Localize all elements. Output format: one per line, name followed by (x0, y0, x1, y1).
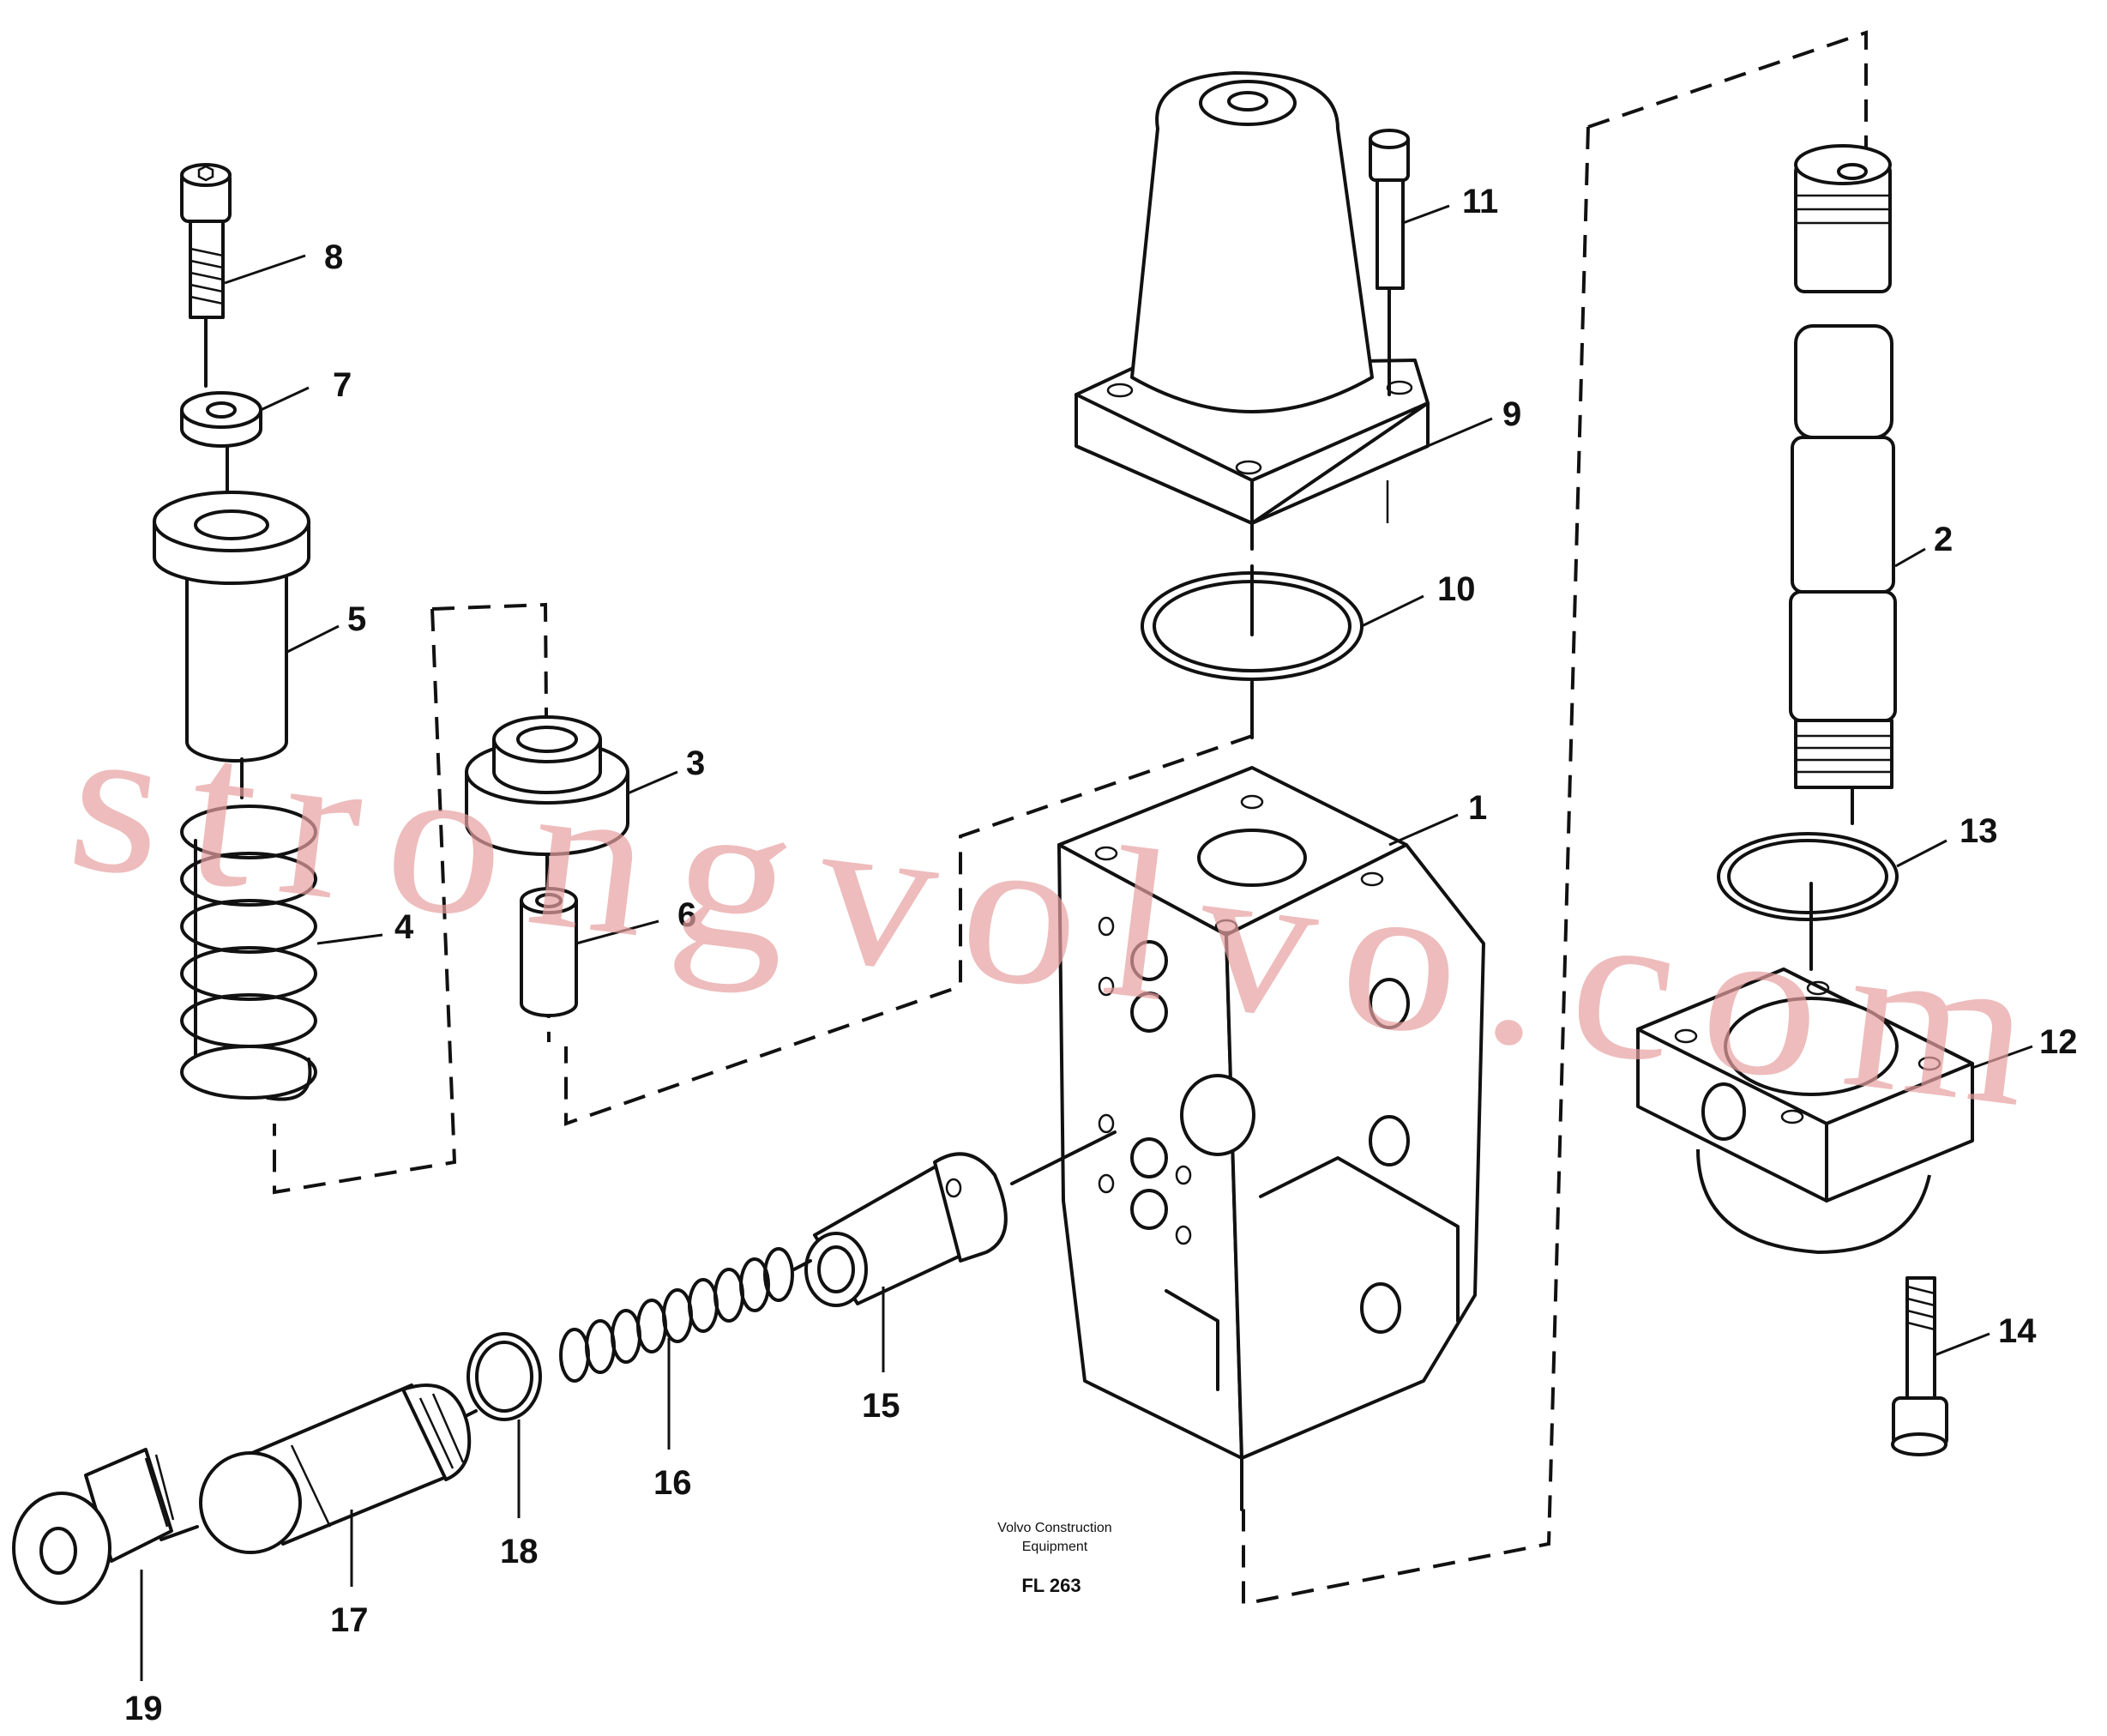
part-9-cover (1075, 71, 1430, 551)
callout-1: 1 (1468, 789, 1487, 827)
part-3-seat (465, 715, 629, 889)
callout-3: 3 (686, 744, 705, 782)
part-13-o-ring (1717, 832, 1899, 971)
part-11-cap-screw (1369, 129, 1410, 396)
callout-14: 14 (1998, 1312, 2037, 1350)
callout-6: 6 (677, 896, 696, 934)
part-7-washer (180, 391, 262, 508)
callout-16: 16 (653, 1464, 692, 1502)
callout-12: 12 (2039, 1023, 2078, 1061)
caption-line-2: Equipment (1022, 1540, 1088, 1554)
part-15-sleeve (804, 1130, 1117, 1307)
caption-line-1: Volvo Construction (997, 1521, 1111, 1535)
callout-19: 19 (124, 1690, 163, 1727)
callout-9: 9 (1502, 395, 1521, 433)
part-6-bushing (520, 887, 578, 1017)
part-19-plug (12, 1448, 175, 1605)
callout-11: 11 (1462, 183, 1498, 220)
part-5-sleeve (153, 491, 310, 799)
figure-number: FL 263 (1021, 1575, 1081, 1596)
part-8-cap-screw (180, 163, 232, 388)
callout-15: 15 (862, 1387, 900, 1425)
part-18-o-ring (467, 1332, 542, 1421)
part-16-spring (559, 1247, 812, 1383)
part-14-cap-screw (1891, 1276, 1948, 1456)
part-17-valve-spool (160, 1383, 478, 1554)
callout-7: 7 (333, 366, 352, 404)
part-2-pilot-valve (1789, 144, 1897, 825)
callout-8: 8 (324, 238, 343, 276)
callout-labels: 1 2 3 4 5 6 7 8 9 10 11 12 13 14 15 16 1… (124, 183, 2078, 1727)
part-1-valve-housing (1057, 766, 1485, 1511)
leader-lines (140, 204, 2033, 1681)
callout-18: 18 (500, 1533, 539, 1570)
callout-17: 17 (330, 1601, 369, 1639)
part-12-flange (1636, 967, 1974, 1254)
callout-10: 10 (1437, 570, 1476, 608)
callout-2: 2 (1934, 521, 1953, 558)
part-4-coil-spring (180, 805, 317, 1101)
part-10-o-ring (1141, 564, 1364, 739)
callout-13: 13 (1960, 812, 1998, 850)
callout-4: 4 (394, 908, 414, 946)
callout-5: 5 (347, 600, 366, 638)
caption-block: Volvo Construction Equipment FL 263 (997, 1521, 1111, 1596)
